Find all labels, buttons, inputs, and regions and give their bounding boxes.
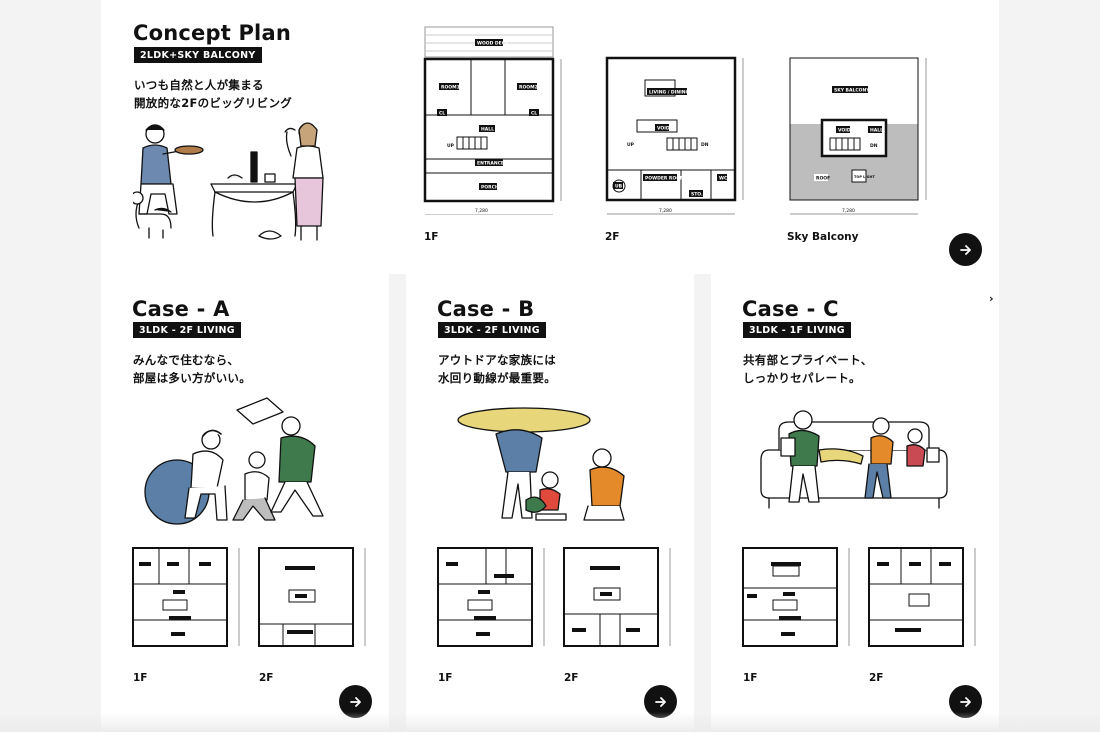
concept-plan-2f: LIVING / DINING VOID UP DN POWDER ROOM U…	[605, 56, 744, 215]
plan-label: PORCH	[481, 185, 499, 191]
chevron-right-icon[interactable]: ›	[989, 292, 994, 305]
plan-label: WOOD DECK	[477, 41, 509, 47]
concept-plan-1f: WOOD DECK ROOM1 ROOM2 CL CL HALL UP ENTR…	[423, 26, 562, 215]
arrow-right-icon	[959, 696, 971, 707]
plan-label: CL	[439, 111, 445, 117]
case-catchcopy: 共有部とプライベート、 しっかりセパレート。	[743, 351, 873, 387]
plan-dimension: 7,280	[842, 208, 855, 214]
concept-title: Concept Plan	[133, 21, 291, 45]
case-floor-2f: 2F	[259, 672, 274, 684]
plan-label: ENTRANCE	[477, 161, 504, 167]
case-catchcopy: みんなで住むなら、 部屋は多い方がいい。	[133, 351, 251, 387]
dinner-party-illustration	[133, 122, 324, 241]
case-catchcopy: アウトドアな家族には 水回り動線が最重要。	[438, 351, 556, 387]
case-a-plan-2f	[258, 547, 366, 647]
case-c-detail-button[interactable]	[949, 685, 982, 718]
plan-label: DN	[870, 143, 878, 149]
case-badge: 3LDK - 1F LIVING	[743, 322, 851, 339]
case-a-card: Case - A 3LDK - 2F LIVING みんなで住むなら、 部屋は多…	[101, 274, 389, 732]
case-title: Case - C	[742, 297, 839, 321]
case-floor-1f: 1F	[438, 672, 453, 684]
catch-line-2: 水回り動線が最重要。	[438, 371, 556, 385]
case-floor-2f: 2F	[564, 672, 579, 684]
catch-line-2: 部屋は多い方がいい。	[133, 371, 251, 385]
arrow-right-icon	[654, 696, 666, 707]
case-floor-1f: 1F	[743, 672, 758, 684]
case-c-plan-2f	[868, 547, 976, 647]
concept-plan-sky-balcony: SKY BALCONY VOID HALL DN ROOF TOP LIGHT …	[789, 57, 927, 215]
case-c-illustration	[760, 410, 948, 509]
plan-label: UP	[627, 142, 635, 148]
case-c-plan-1f	[742, 547, 850, 647]
concept-catchcopy: いつも自然と人が集まる 開放的な2Fのビッグリビング	[134, 76, 292, 112]
plan-label: ROOM1	[441, 85, 460, 91]
concept-detail-button[interactable]	[949, 233, 982, 266]
plan-dimension: 7,280	[475, 208, 488, 214]
arrow-right-icon	[959, 244, 971, 255]
plan-label: STO.	[691, 192, 703, 198]
plan-label: DN	[701, 142, 709, 148]
case-b-illustration	[457, 407, 625, 521]
concept-plan-card: Concept Plan 2LDK+SKY BALCONY いつも自然と人が集ま…	[101, 0, 999, 274]
plan-label: WC	[719, 176, 728, 182]
plan-2f-label: 2F	[605, 231, 620, 243]
plan-dimension: 7,280	[659, 208, 672, 214]
case-c-card: Case - C 3LDK - 1F LIVING 共有部とプライベート、 しっ…	[711, 274, 999, 732]
plan-label: ROOF	[816, 176, 830, 182]
catch-line-1: 共有部とプライベート、	[743, 353, 873, 367]
catch-line-2: 開放的な2Fのビッグリビング	[134, 96, 293, 110]
case-b-plan-1f	[437, 547, 545, 647]
case-title: Case - A	[132, 297, 230, 321]
plan-label: POWDER ROOM	[645, 176, 685, 182]
case-b-card: Case - B 3LDK - 2F LIVING アウトドアな家族には 水回り…	[406, 274, 694, 732]
case-a-detail-button[interactable]	[339, 685, 372, 718]
case-title: Case - B	[437, 297, 535, 321]
case-badge: 3LDK - 2F LIVING	[133, 322, 241, 339]
case-floor-2f: 2F	[869, 672, 884, 684]
plan-label: ROOM2	[519, 85, 538, 91]
catch-line-2: しっかりセパレート。	[743, 371, 861, 385]
concept-badge: 2LDK+SKY BALCONY	[134, 47, 262, 64]
plan-label: SKY BALCONY	[834, 88, 870, 94]
plan-sky-balcony-label: Sky Balcony	[787, 231, 859, 243]
plan-label: VOID	[657, 126, 670, 132]
catch-line-1: みんなで住むなら、	[133, 353, 240, 367]
plan-label: CL	[531, 111, 537, 117]
plan-1f-label: 1F	[424, 231, 439, 243]
case-b-detail-button[interactable]	[644, 685, 677, 718]
plan-label: HALL	[870, 128, 883, 134]
case-a-illustration	[144, 397, 324, 525]
plan-label: HALL	[481, 127, 494, 133]
case-b-plan-2f	[563, 547, 671, 647]
case-badge: 3LDK - 2F LIVING	[438, 322, 546, 339]
arrow-right-icon	[349, 696, 361, 707]
case-floor-1f: 1F	[133, 672, 148, 684]
catch-line-1: いつも自然と人が集まる	[134, 78, 264, 92]
plan-label: TOP LIGHT	[854, 175, 875, 179]
plan-label: VOID	[838, 128, 851, 134]
case-a-plan-1f	[132, 547, 240, 647]
plan-label: UB	[615, 184, 623, 190]
plan-label: UP	[447, 143, 455, 149]
plan-label: LIVING / DINING	[649, 90, 690, 96]
catch-line-1: アウトドアな家族には	[438, 353, 556, 367]
